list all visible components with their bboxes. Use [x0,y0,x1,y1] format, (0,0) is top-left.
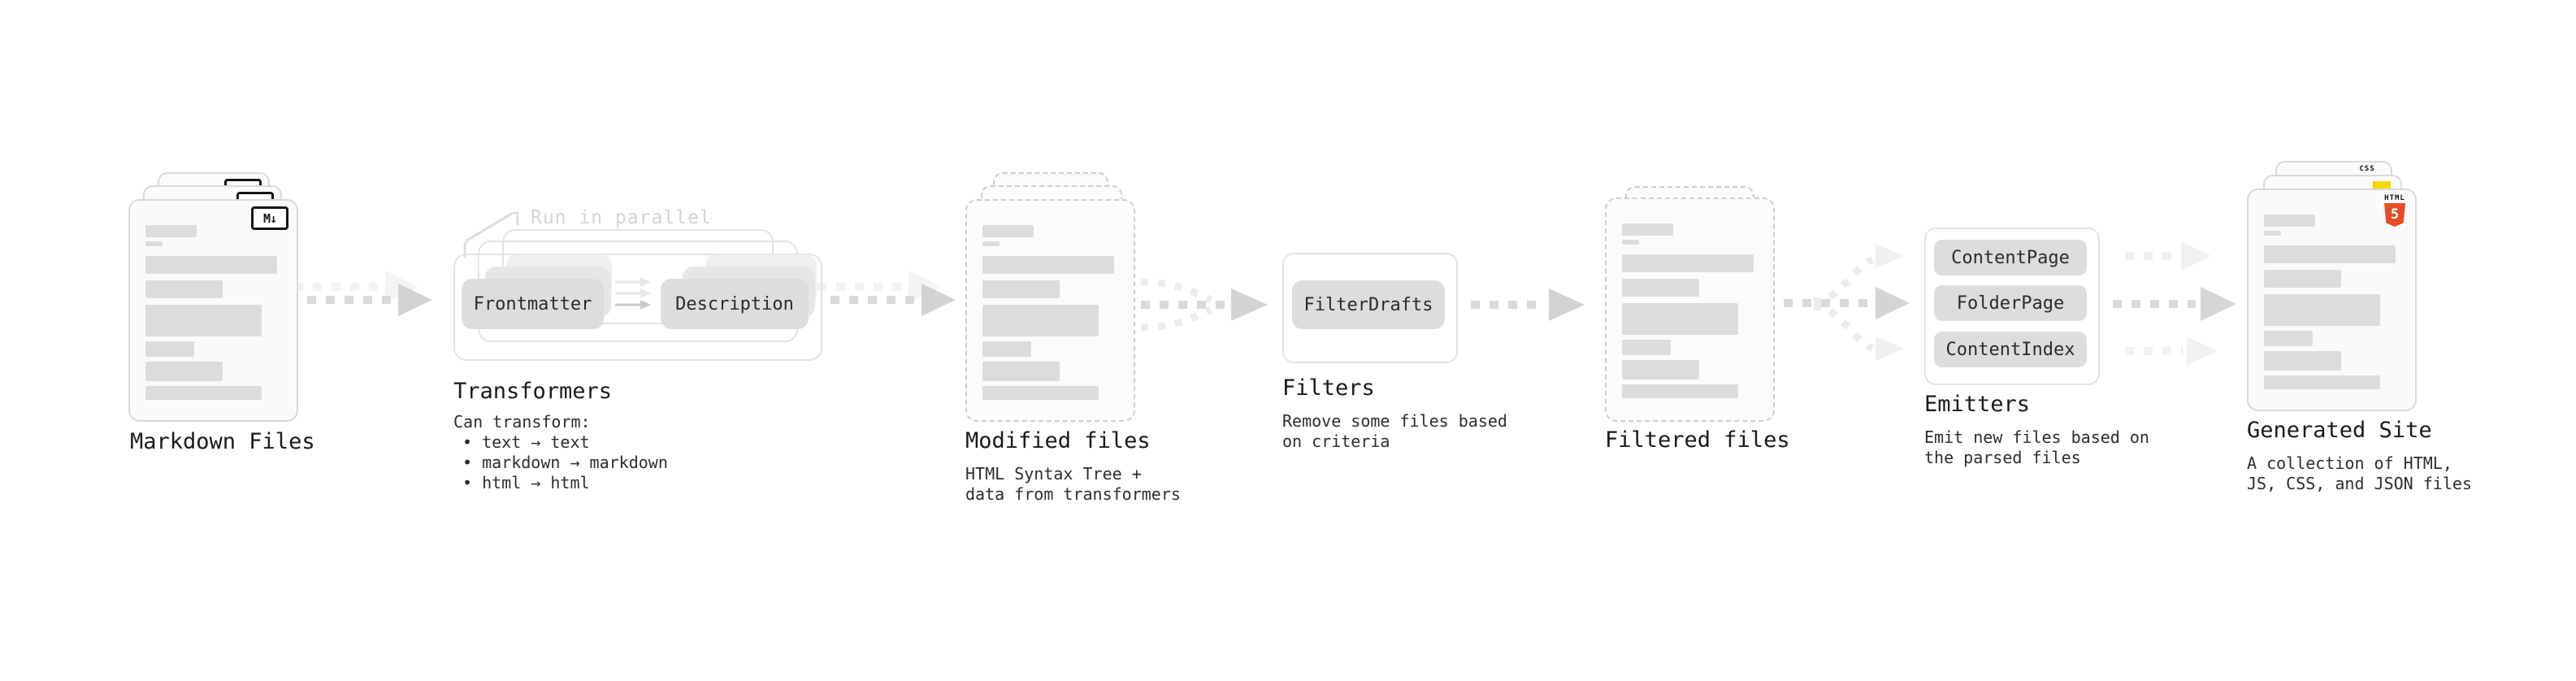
folderpage-emitter: FolderPage [1934,285,2087,321]
text-line-placeholder [982,225,1034,237]
text-line-placeholder [145,386,262,400]
description-line: • markdown → markdown [462,453,668,472]
text-line-placeholder [1622,384,1738,398]
emitters-node: ContentPage FolderPage ContentIndex [1924,228,2100,385]
filtered-file-card [1605,197,1775,422]
text-line-placeholder [982,241,1000,246]
css-icon-label: CSS [2359,165,2375,173]
generated-site-label: Generated Site [2247,418,2432,443]
description-line: • html → html [462,473,590,492]
text-line-placeholder [982,280,1060,298]
filterdrafts-item: FilterDrafts [1292,280,1445,329]
text-line-placeholder [145,225,197,237]
description-step: Description [661,279,809,329]
text-line-placeholder [982,305,1099,336]
text-line-placeholder [1622,360,1699,380]
html5-icon: HTML 5 [2383,194,2407,227]
transformers-description: Can transform: • text → text • markdown … [453,412,668,493]
transformer-panel [453,254,822,361]
contentindex-emitter: ContentIndex [1934,332,2087,367]
text-line-placeholder [2264,351,2341,371]
text-line-placeholder [1622,340,1671,355]
text-line-placeholder [1622,279,1699,297]
description-line: • text → text [462,432,590,452]
text-line-placeholder [2264,270,2341,288]
text-line-placeholder [2264,375,2380,389]
text-line-placeholder [982,362,1060,381]
text-line-placeholder [145,241,163,246]
text-line-placeholder [2264,331,2313,346]
text-line-placeholder [2264,294,2380,326]
html5-icon-label: HTML [2384,194,2405,202]
description-line: HTML Syntax Tree + [965,464,1142,484]
description-line: Can transform: [453,412,591,432]
filtered-files-node [1605,186,1776,422]
text-line-placeholder [145,280,223,298]
html-file-card: HTML 5 [2247,189,2417,411]
markdown-files-label: Markdown Files [130,429,315,454]
frontmatter-step: Frontmatter [462,279,604,329]
description-line: Emit new files based on [1924,427,2149,447]
text-line-placeholder [2264,245,2396,263]
filters-panel [1282,253,1458,363]
description-line: data from transformers [965,484,1181,504]
text-line-placeholder [982,386,1099,400]
html5-number: 5 [2390,206,2400,223]
arrow-filtered-to-emitters [1784,244,1910,361]
text-line-placeholder [145,362,223,381]
modified-files-description: HTML Syntax Tree + data from transformer… [965,464,1181,505]
text-line-placeholder [2264,215,2315,227]
text-line-placeholder [1622,223,1673,236]
markdown-files-node: M↓ M↓ M↓ [128,171,323,422]
transformers-node: Frontmatter Description [453,229,822,361]
text-line-placeholder [1622,254,1754,272]
text-line-placeholder [1622,303,1738,335]
contentpage-emitter: ContentPage [1934,240,2087,275]
text-line-placeholder [2264,231,2281,236]
modified-files-label: Modified files [965,428,1151,453]
description-line: JS, CSS, and JSON files [2247,474,2472,493]
arrow-emitters-to-generated [2113,241,2236,366]
generated-site-node: CSS HTML 5 [2247,161,2418,411]
arrow-transformers-to-modified [817,271,956,316]
filtered-files-label: Filtered files [1605,427,1790,453]
modified-files-node [965,172,1136,422]
html5-shield: 5 [2384,203,2405,227]
arrow-modified-to-filters [1140,278,1268,332]
description-line: A collection of HTML, [2247,453,2452,473]
text-line-placeholder [982,256,1114,274]
generated-site-description: A collection of HTML, JS, CSS, and JSON … [2247,453,2472,494]
filters-node: FilterDrafts [1282,253,1458,363]
text-line-placeholder [1622,240,1639,245]
description-line: the parsed files [1924,448,2081,467]
emitters-description: Emit new files based on the parsed files [1924,427,2149,468]
modified-file-card [965,199,1135,422]
emitters-panel [1924,228,2100,385]
filters-description: Remove some files based on criteria [1282,411,1507,452]
description-line: on criteria [1282,432,1390,451]
text-line-placeholder [145,305,262,336]
arrow-filters-to-filtered [1471,288,1585,321]
emitters-label: Emitters [1924,392,2031,417]
text-line-placeholder [145,341,194,357]
markdown-file-card: M↓ [128,199,298,422]
run-in-parallel-annotation: Run in parallel [531,207,712,228]
markdown-icon: M↓ [251,206,288,230]
text-line-placeholder [145,256,277,274]
text-line-placeholder [982,341,1031,357]
transformers-label: Transformers [453,379,613,404]
description-line: Remove some files based [1282,411,1507,431]
filters-label: Filters [1282,375,1375,401]
